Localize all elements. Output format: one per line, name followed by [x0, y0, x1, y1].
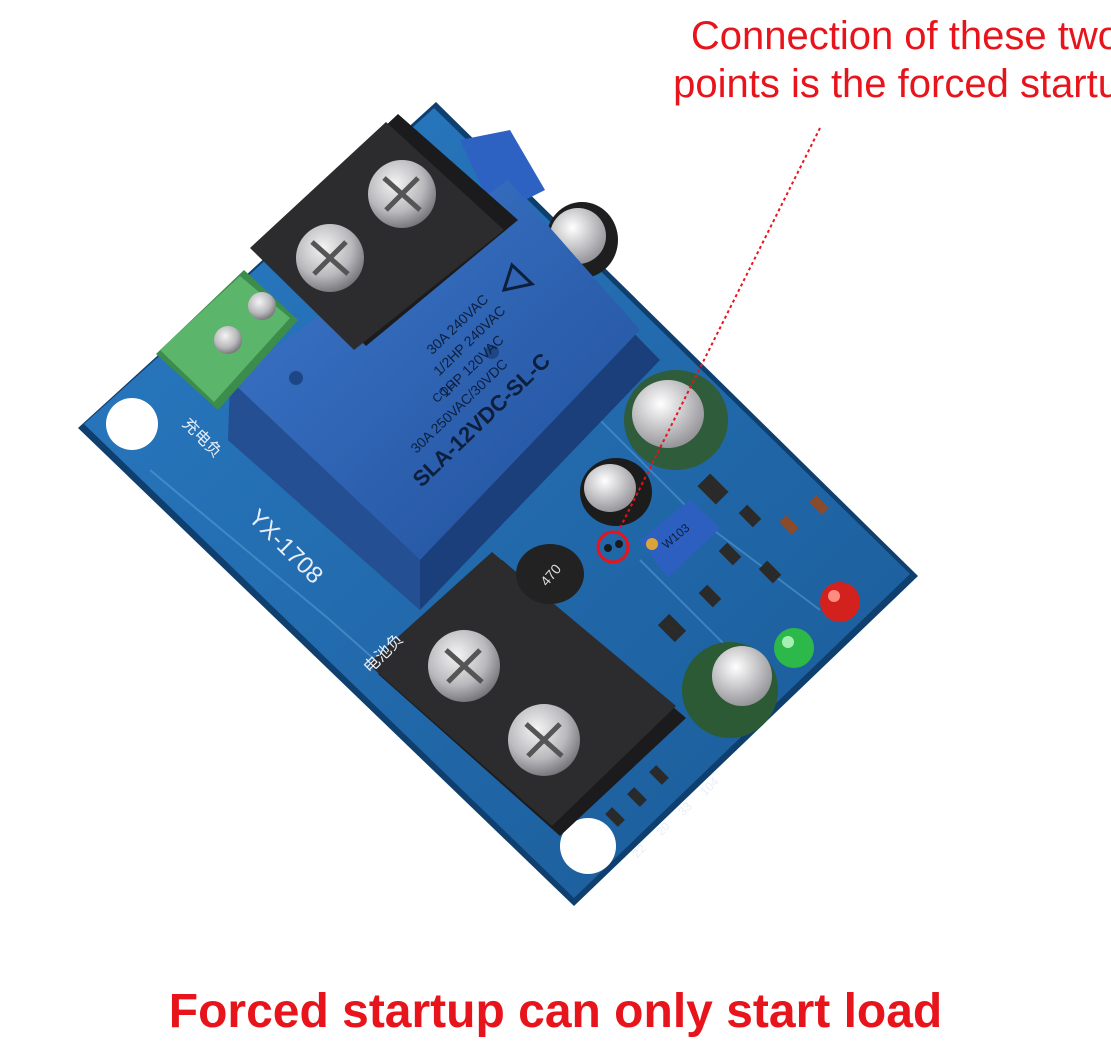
caption: Forced startup can only start load [168, 985, 943, 1038]
smd-components [605, 473, 829, 827]
small-capacitor [580, 458, 652, 526]
terminal-screw [248, 292, 276, 320]
bottom-capacitor [682, 642, 778, 738]
callout-line [615, 127, 821, 537]
inductor: 470 [516, 544, 584, 604]
relay: SLA-12VDC-SL-C 30A 250VAC/30VDC 1HP 120V… [228, 180, 660, 610]
green-terminal [156, 270, 298, 410]
mounting-hole [560, 818, 616, 874]
bottom-terminal-block [368, 552, 686, 836]
annotation-line-2: points is the forced startu [673, 62, 1111, 106]
forced-startup-points [596, 530, 630, 564]
annotation-line-1: Connection of these two [690, 14, 1111, 58]
red-led [820, 582, 860, 622]
mounting-hole [106, 398, 158, 450]
trimmer-potentiometer: W103 [640, 500, 720, 578]
large-capacitor [624, 370, 728, 470]
annotation-text: Connection of these two points is the fo… [560, 12, 1111, 108]
top-terminal-block [250, 114, 518, 350]
green-led [774, 628, 814, 668]
terminal-screw [214, 326, 242, 354]
